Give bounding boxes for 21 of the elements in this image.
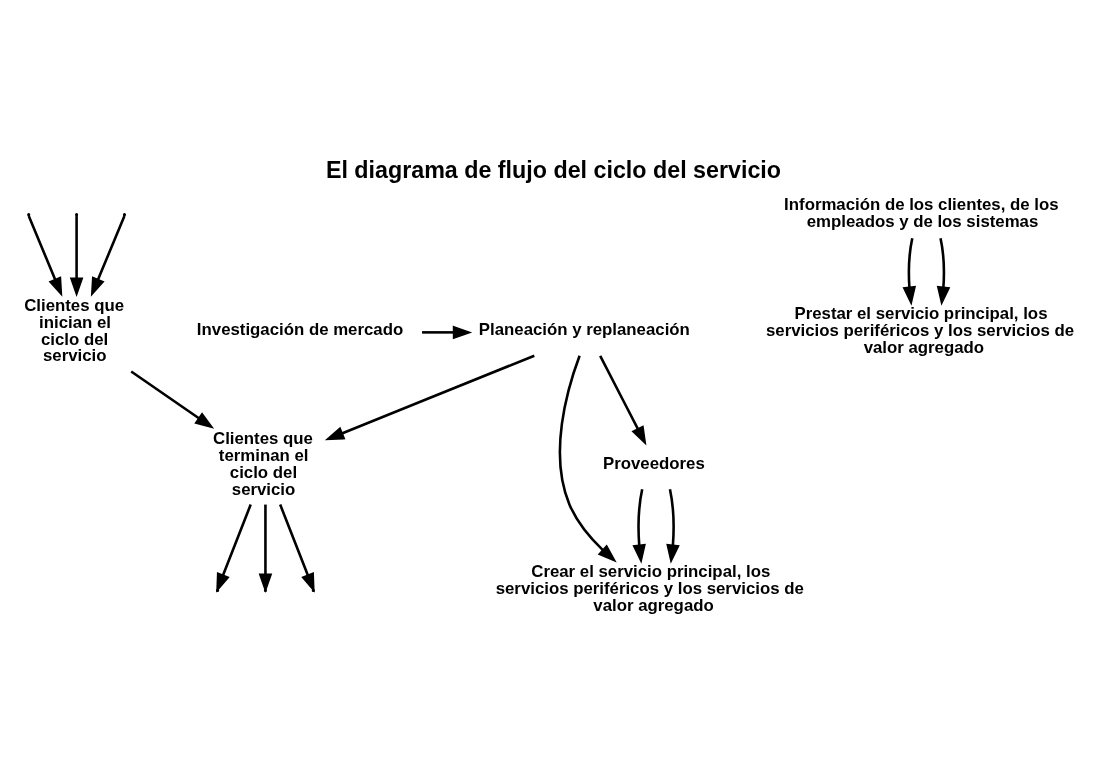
node-text: Información de los clientes, de los empleados y de los sistemas	[784, 194, 1059, 231]
arrow	[558, 354, 617, 562]
node-text: Prestar el servicio principal, los servicios periféricos y los servicios de valor agregado	[766, 303, 1075, 357]
arrow	[324, 354, 535, 440]
arrow	[666, 488, 680, 564]
arrow	[422, 325, 473, 339]
arrow	[130, 369, 215, 429]
node-text: Crear el servicio principal, los servicios periféricos y los servicios de valor agregado	[495, 561, 804, 615]
node-text: Planeación y replaneación	[478, 319, 690, 339]
arrow	[902, 237, 917, 306]
arrow	[936, 237, 951, 306]
arrow	[69, 215, 84, 297]
node-text: Investigación de mercado	[196, 319, 404, 339]
arrow	[632, 488, 646, 564]
arrow	[599, 354, 647, 446]
arrow	[27, 215, 63, 297]
node-text: Proveedores	[603, 453, 705, 473]
node-text: Clientes que inician el ciclo del servicio	[24, 295, 125, 365]
node-text: Clientes que terminan el ciclo del servicio	[213, 428, 313, 499]
diagram-title: El diagrama de flujo del ciclo del servicio	[325, 156, 782, 183]
arrow	[90, 215, 126, 297]
